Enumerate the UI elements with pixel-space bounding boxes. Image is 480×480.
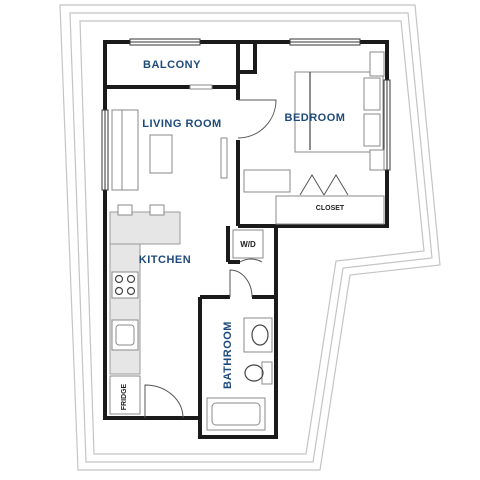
living-furniture xyxy=(111,109,228,191)
bathroom-label: BATHROOM xyxy=(222,321,234,389)
balcony-slider xyxy=(189,84,213,90)
living-room-label: LIVING ROOM xyxy=(142,118,221,130)
bedroom-furniture xyxy=(243,51,385,225)
bedroom-label: BEDROOM xyxy=(285,112,346,124)
washer-dryer-label: W/D xyxy=(240,240,256,249)
kitchen-fixtures xyxy=(109,204,181,415)
interior-walls xyxy=(105,42,276,420)
kitchen-label: KITCHEN xyxy=(139,254,191,266)
doors xyxy=(144,99,349,419)
bathroom-fixtures xyxy=(206,317,273,431)
windows xyxy=(101,38,391,191)
site-outline xyxy=(59,4,441,471)
washer-dryer xyxy=(232,229,264,259)
fridge-label: FRIDGE xyxy=(121,383,128,410)
closet-label: CLOSET xyxy=(316,205,345,212)
balcony-label: BALCONY xyxy=(143,59,201,71)
